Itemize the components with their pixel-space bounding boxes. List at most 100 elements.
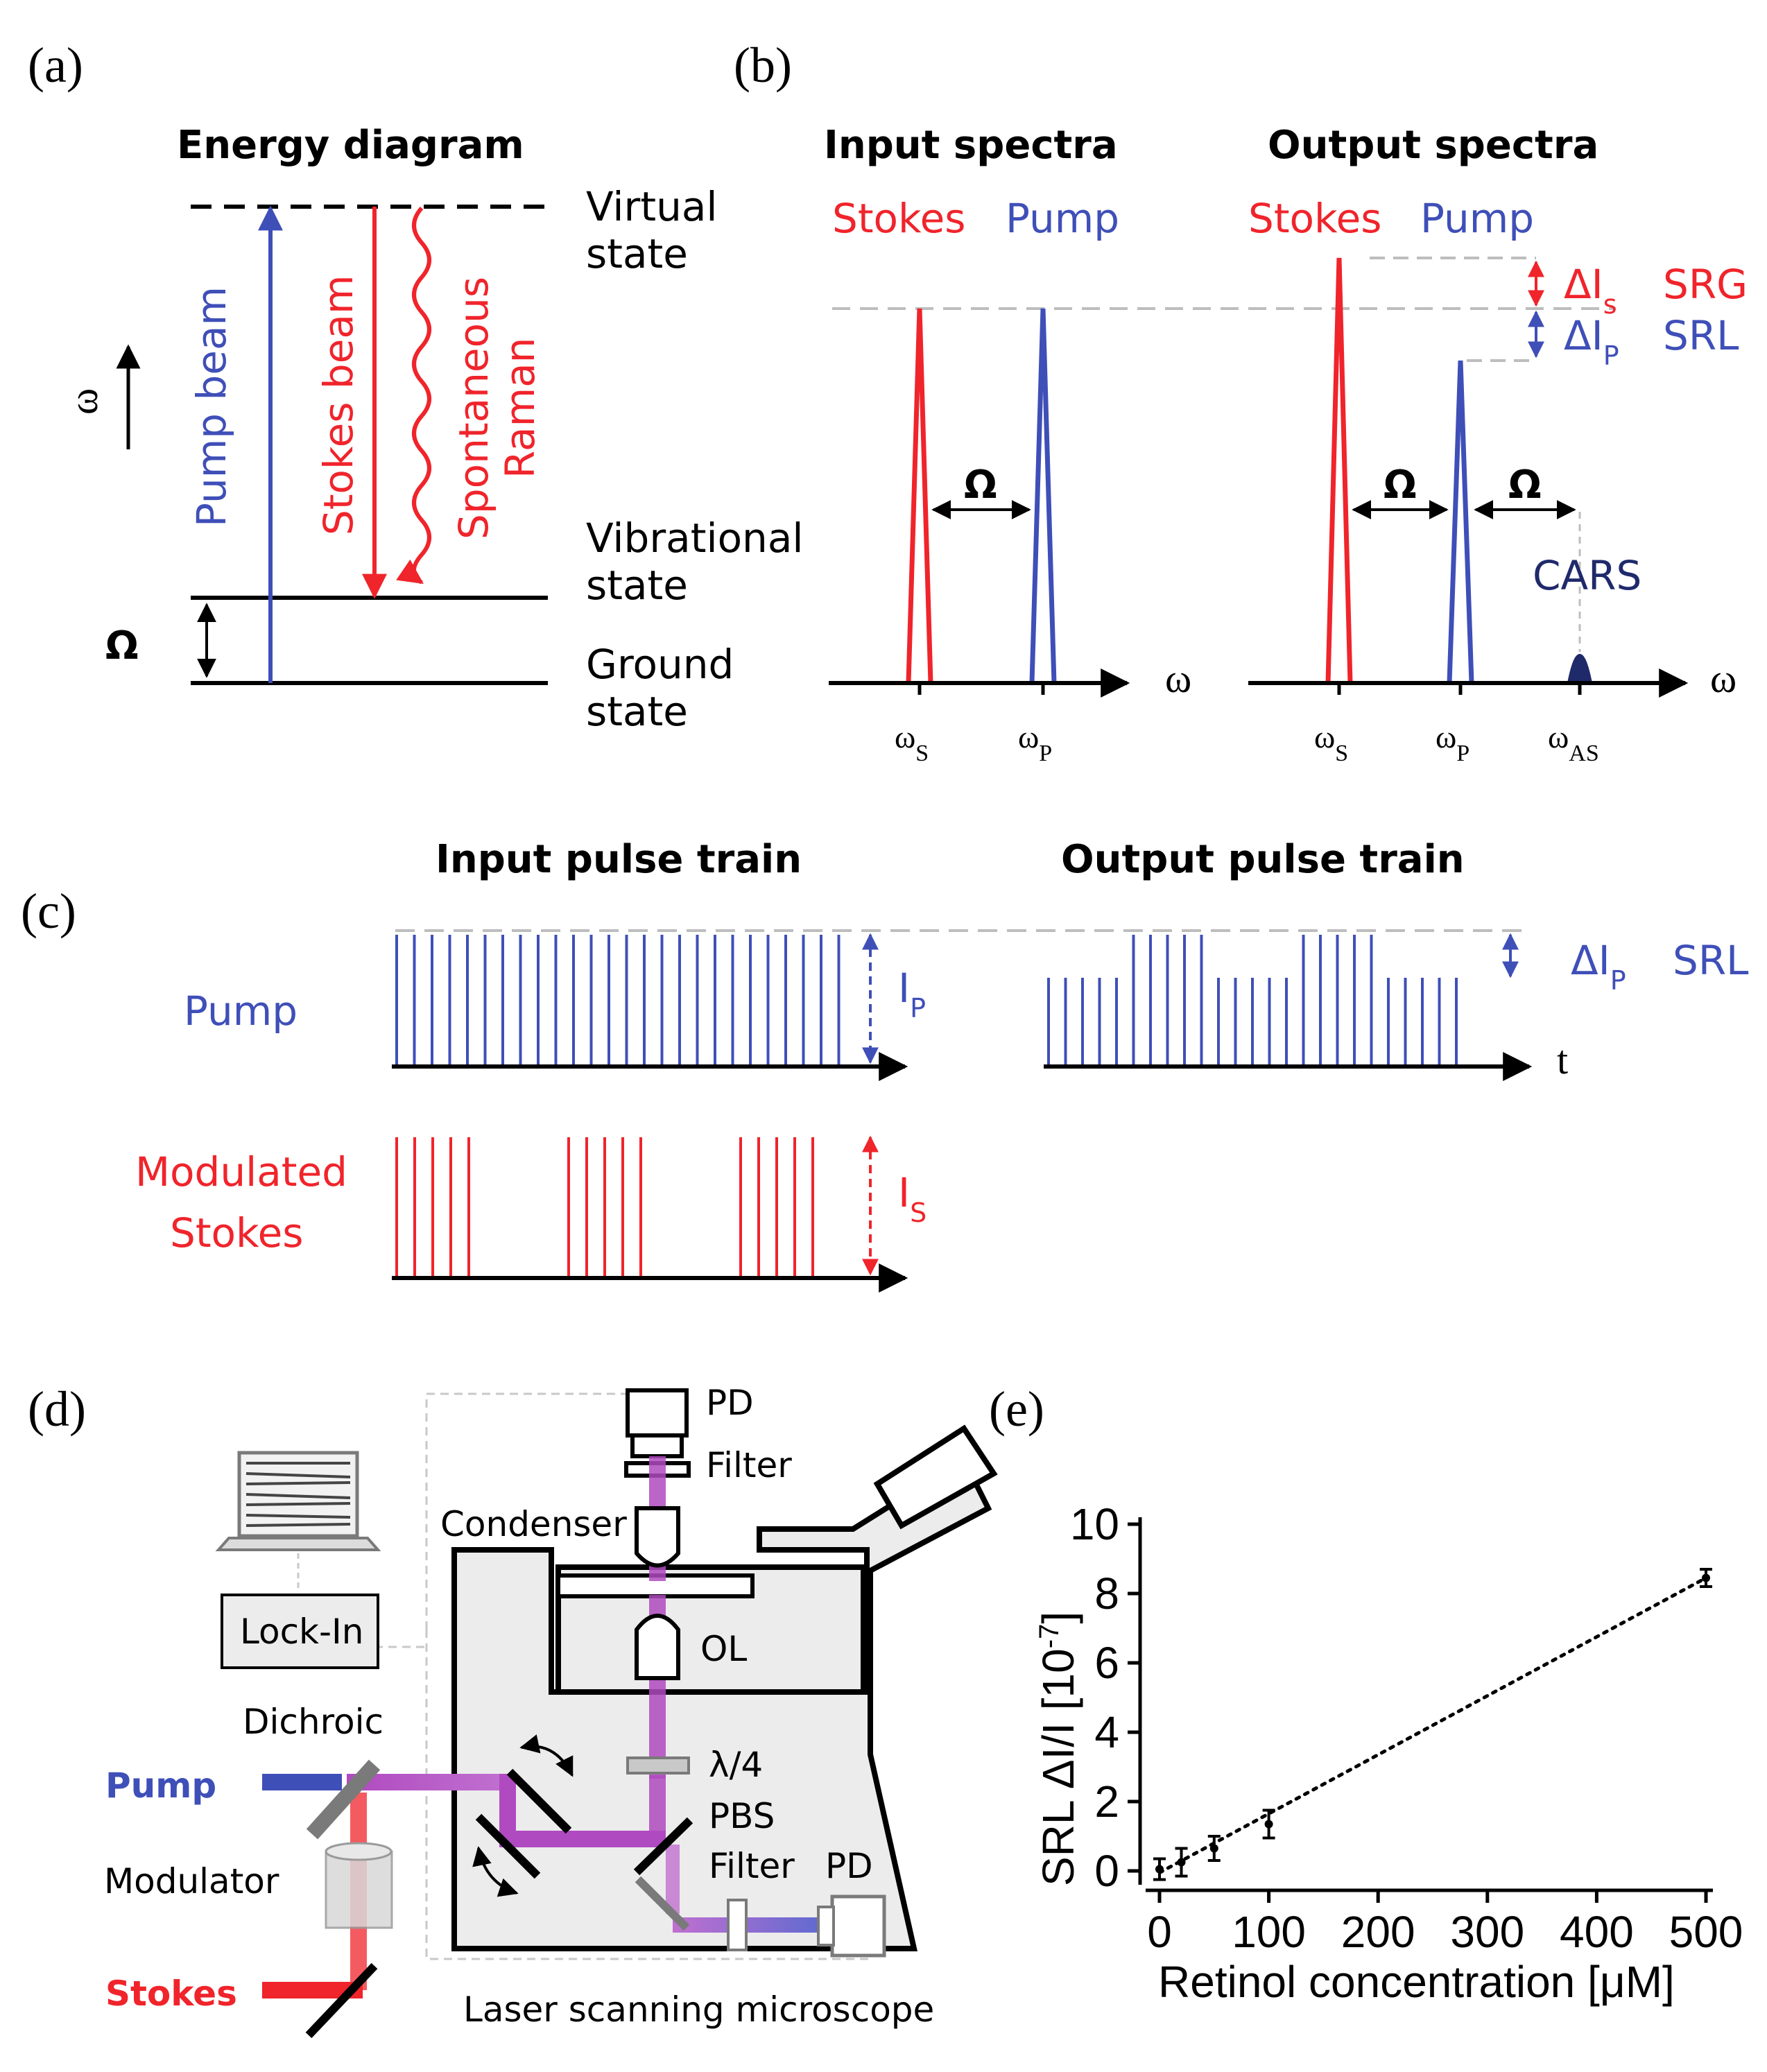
bottom-pd-label: PD [825,1846,873,1886]
output-pulse-train-title: Output pulse train [1061,837,1465,882]
lockin-label: Lock-In [240,1612,364,1652]
chart-x-tick-label: 400 [1560,1907,1634,1957]
output-srl-label: SRL [1673,937,1748,984]
output-spectra-title: Output spectra [1268,123,1598,168]
scan-mirror-1 [506,1768,572,1834]
spontaneous-raman-wavy-arrow [396,207,431,585]
chart-data-point [1177,1858,1186,1867]
input-pump-pulses [395,935,841,1067]
delta-ip-label: ΔIP [1564,312,1619,371]
chart-x-tick-label: 100 [1232,1907,1306,1957]
is-label: IS [898,1169,926,1228]
chart-x-tick-label: 500 [1669,1907,1743,1957]
chart-y-tick-label: 6 [1094,1638,1119,1688]
ol-label: OL [700,1629,747,1669]
virtual-state-label-2: state [586,230,688,277]
modulated-stokes-pulses [395,1137,814,1278]
chart-y-axis-label-main: SRL ΔI/I [10 [1033,1648,1083,1886]
output-was-label: ωAS [1548,719,1599,766]
microscope-label: Laser scanning microscope [463,1989,934,2030]
input-stokes-peak [906,308,933,684]
output-ws-label: ωS [1314,719,1348,766]
vibrational-state-label-2: state [586,562,688,609]
filter-mirror [635,1876,690,1931]
pump-beam-label: Pump beam [188,286,235,527]
output-Omega-label-1: Ω [1384,463,1417,508]
condenser-lens [635,1506,680,1568]
ground-state-label-2: state [586,688,688,735]
filter-top-label: Filter [706,1445,792,1485]
pump-beam-setup-label: Pump [105,1765,216,1806]
energy-diagram-title: Energy diagram [177,123,524,168]
chart-fit-line [1157,1576,1708,1874]
pbs-label: PBS [709,1796,775,1836]
input-ws-label: ωS [895,719,929,766]
output-stokes-label: Stokes [1248,195,1381,242]
modulated-stokes-label-1: Modulated [135,1148,347,1195]
input-pump-label: Pump [1006,195,1119,242]
stokes-mirror [305,1962,378,2039]
quarter-wave-label: λ/4 [709,1745,763,1785]
scan-rotation-arrow-1 [519,1734,574,1777]
output-Omega-label-2: Ω [1508,463,1542,508]
pd-cable-dashed [425,1630,870,1960]
top-photodetector [626,1388,689,1438]
chart-y-tick-label: 8 [1094,1569,1119,1618]
pbs-mirror [633,1817,693,1876]
lockin-box [221,1594,379,1669]
panel-label-a: (a) [28,37,83,93]
chart-x-tick-label: 300 [1450,1907,1524,1957]
input-wp-label: ωP [1018,719,1052,766]
stokes-beam-label: Stokes beam [315,275,362,535]
chart-y-tick-label: 4 [1094,1707,1119,1757]
combined-beam-3 [499,1831,666,1847]
modulator [325,1850,393,1929]
srl-label: SRL [1663,312,1739,359]
bottom-photodetector [830,1894,886,1958]
panel-label-b: (b) [734,37,792,93]
chart-points [1153,1568,1712,1881]
input-pump-peak [1029,308,1057,684]
output-wp-label: ωP [1436,719,1469,766]
ground-state-label-1: Ground [586,641,734,688]
output-pump-peak [1447,360,1474,684]
virtual-state-label-1: Virtual [586,183,718,230]
energy-diagram: Energy diagram Pump beam Stokes beam Spo… [61,123,803,735]
cars-peak [1567,654,1593,684]
delta-is-label: ΔIs [1564,261,1617,320]
modulator-top [325,1842,393,1861]
chart-data-point [1702,1573,1710,1582]
output-pump-pulses [1047,935,1458,1067]
input-stokes-label: Stokes [832,195,965,242]
omega-axis-symbol: ω [61,388,106,415]
pump-train-label: Pump [184,987,298,1035]
chart-y-axis-label-end: ] [1033,1612,1083,1624]
pulse-train-panel: Input pulse train Output pulse train Pum… [135,837,1748,1293]
input-omega-axis-label: ω [1165,656,1191,701]
srg-label: SRG [1663,261,1748,308]
spectra-panel: Input spectra Output spectra Stokes Pump… [824,123,1748,766]
quarter-wave-plate [626,1756,690,1775]
dichroic-mirror [306,1759,381,1840]
chart-y-tick-label: 2 [1094,1777,1119,1827]
dichroic-label: Dichroic [243,1702,383,1742]
output-stokes-peak [1325,257,1353,684]
modulator-label: Modulator [104,1861,279,1901]
input-Omega-label: Ω [964,463,997,508]
chart-x-axis-label: Retinol concentration [μM] [1158,1957,1675,2007]
pd-beam [673,1917,832,1933]
output-delta-ip-label: ΔIP [1571,937,1626,996]
pd-top-label: PD [706,1383,754,1423]
chart-data-point [1155,1865,1164,1874]
chart-fit-line-path [1157,1576,1708,1874]
eyepiece [873,1424,998,1530]
chart-y-tick-label: 10 [1070,1499,1119,1549]
chart-x-tick-label: 0 [1147,1907,1172,1957]
time-axis-label: t [1557,1037,1568,1082]
stokes-beam-setup-label: Stokes [105,1974,237,2014]
setup-panel: PD Filter Condenser OL Lock-In [104,1383,998,2039]
condenser-label: Condenser [440,1504,627,1544]
